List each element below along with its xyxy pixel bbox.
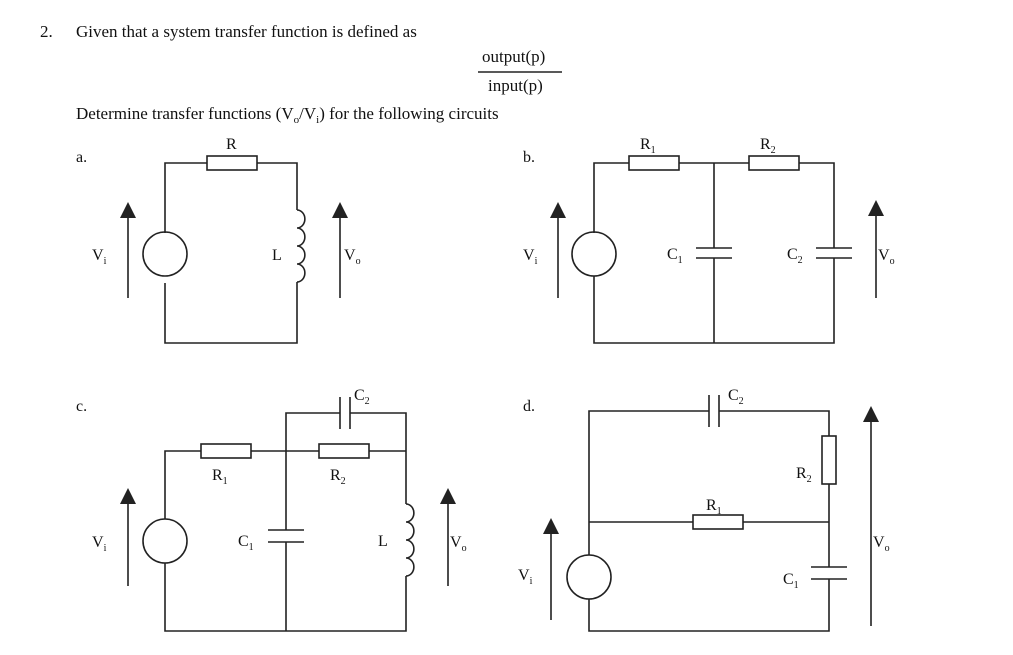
label-C1: C1 [238,533,254,553]
label-vo-b: Vo [878,247,895,267]
label-R: R [226,136,237,153]
label-C2: C2 [728,387,744,407]
tf-numerator: output(p) [482,47,545,66]
circuit-b: b. R1 R2 C1 C2 Vi Vo [523,136,895,344]
tf-denominator: input(p) [488,76,543,95]
resistor-R2 [318,443,370,459]
label-R1: R1 [212,467,228,487]
label-vi-d: Vi [518,567,533,587]
label-R1: R1 [706,497,722,517]
label-C1: C1 [667,246,683,266]
label-vo-a: Vo [344,247,361,267]
resistor-R1 [628,155,680,171]
resistor-R1 [692,514,744,530]
circuit-d-label: d. [523,398,535,415]
label-R1: R1 [640,136,656,156]
circuit-a-label: a. [76,149,87,166]
resistor-R2 [748,155,800,171]
source-d [566,554,612,600]
label-L: L [378,533,388,550]
source-b [571,231,617,277]
inductor-L [296,209,306,283]
circuit-b-wires [593,162,835,344]
label-vo-d: Vo [873,534,890,554]
label-R2: R2 [796,465,812,485]
label-vo-c: Vo [450,534,467,554]
question-intro: Given that a system transfer function is… [76,22,417,41]
label-vi-b: Vi [523,247,538,267]
label-L: L [272,247,282,264]
inductor-L [405,503,415,577]
source-c [142,518,188,564]
instruction: Determine transfer functions (Vo/Vi) for… [76,104,499,126]
source-a [142,231,188,277]
circuit-c-wires [164,412,407,632]
label-C1: C1 [783,571,799,591]
label-vi-a: Vi [92,247,107,267]
label-C2: C2 [354,387,370,407]
label-R2: R2 [760,136,776,156]
label-C2: C2 [787,246,803,266]
circuit-c-label: c. [76,398,87,415]
question-number: 2. [40,22,53,41]
label-vi-c: Vi [92,534,107,554]
circuit-d-wires [588,410,830,632]
circuit-b-label: b. [523,149,535,166]
circuit-a-wires [164,162,298,344]
circuit-a: a. R L Vi Vo [76,136,361,344]
resistor-R2 [821,435,837,485]
resistor-R1 [200,443,252,459]
circuit-d: d. C2 R2 R1 C1 Vi Vo [518,387,890,632]
resistor-R [206,155,258,171]
circuit-c: c. R1 R2 C2 C1 L Vi Vo [76,387,467,632]
label-R2: R2 [330,467,346,487]
